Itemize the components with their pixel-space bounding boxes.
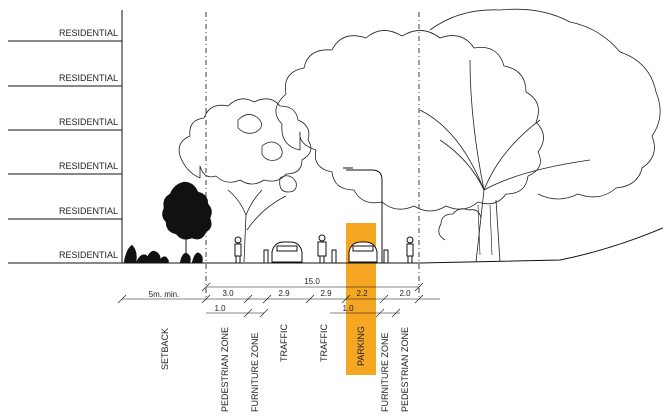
pedestrian-mid (317, 234, 327, 263)
zone-label-parking: PARKING (356, 326, 366, 366)
floor-lines (8, 40, 122, 264)
canopy-tree (275, 8, 661, 263)
dimension-setback: 5m. min. (149, 290, 180, 299)
street-tree-left (178, 98, 312, 263)
street-lamp (343, 167, 383, 263)
floor-label: RESIDENTIAL (59, 73, 118, 83)
shrub-group (123, 244, 203, 264)
dimension-furniture-left: 1.0 (214, 304, 226, 313)
floor-label: RESIDENTIAL (59, 117, 118, 127)
dimension-pedestrian-right: 2.0 (399, 289, 411, 298)
zone-label-setback: SETBACK (160, 328, 170, 370)
dimension-pedestrian-left: 3.0 (222, 289, 234, 298)
dimension-furniture-right: 1.0 (342, 304, 354, 313)
zone-label-furniture-left: FURNITURE ZONE (250, 333, 260, 413)
zone-label-traffic-right: TRAFFIC (319, 324, 329, 362)
ground-slope (419, 227, 663, 264)
floor-label: RESIDENTIAL (59, 250, 118, 260)
zone-label-traffic-left: TRAFFIC (279, 324, 289, 362)
zone-label-furniture-right: FURNITURE ZONE (380, 333, 390, 413)
setback-tree (162, 181, 212, 262)
dimension-total: 15.0 (304, 277, 320, 286)
dimension-traffic-left: 2.9 (278, 289, 290, 298)
dimension-parking: 2.2 (356, 289, 368, 298)
zone-label-pedestrian-left: PEDESTRIAN ZONE (220, 327, 230, 412)
dimension-traffic-right: 2.9 (320, 289, 332, 298)
car-parked (348, 241, 378, 263)
car-traffic (271, 241, 303, 263)
floor-label: RESIDENTIAL (59, 161, 118, 171)
pedestrian-left (234, 236, 242, 263)
zone-label-pedestrian-right: PEDESTRIAN ZONE (400, 327, 410, 412)
floor-label: RESIDENTIAL (59, 28, 118, 38)
bollard-group (263, 249, 389, 264)
dimension-lines (117, 282, 440, 318)
floor-label: RESIDENTIAL (59, 206, 118, 216)
pedestrian-right (406, 236, 414, 263)
